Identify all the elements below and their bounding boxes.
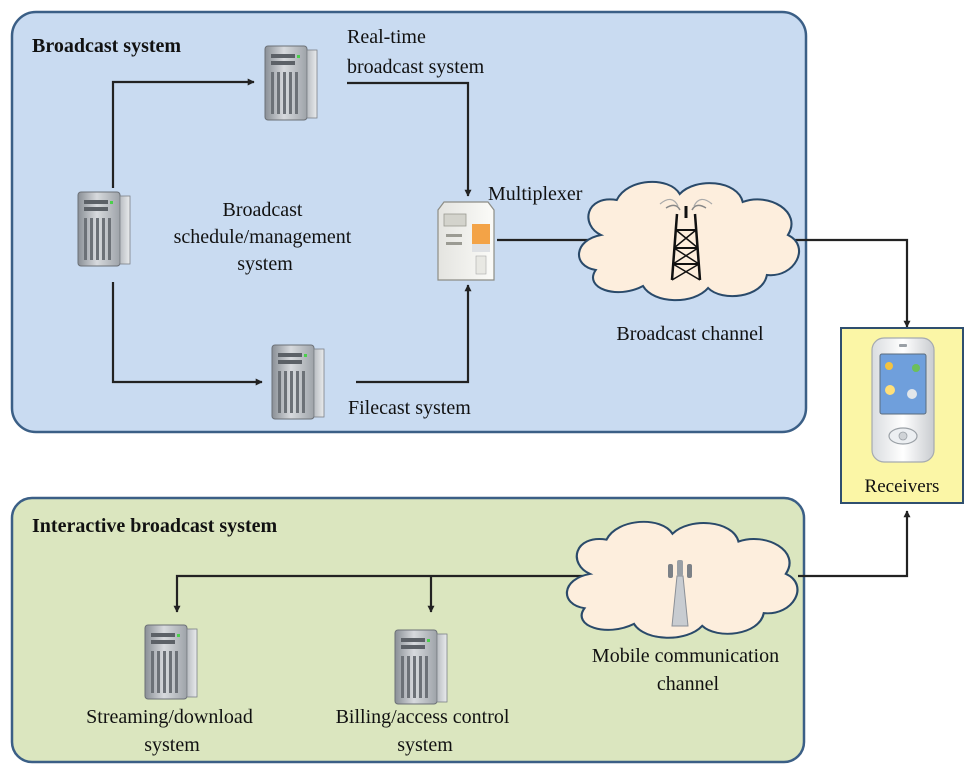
receivers-label: Receivers	[865, 476, 940, 497]
broadcast-system-title: Broadcast system	[32, 35, 181, 57]
billing-server-icon	[394, 629, 448, 705]
broadcast-tower-icon	[659, 198, 713, 281]
filecast-to-multiplexer-arrow	[356, 284, 472, 384]
channel-to-receivers-arrow	[790, 238, 911, 328]
broadcast-channel-label: Broadcast channel	[616, 323, 764, 345]
broadcast-system-panel	[10, 10, 808, 434]
interactive-connectors	[173, 510, 911, 613]
billing-label: Billing/access control system	[336, 706, 515, 756]
filecast-server-icon	[271, 344, 325, 420]
schedule-label: Broadcast schedule/management system	[174, 199, 357, 275]
schedule-to-realtime-arrow	[111, 78, 255, 188]
mobile-channel-label: Mobile communication channel	[592, 645, 784, 695]
filecast-label: Filecast system	[348, 397, 471, 419]
interactive-system-title: Interactive broadcast system	[32, 515, 277, 537]
schedule-server-icon	[77, 191, 131, 267]
realtime-server-icon	[264, 45, 318, 121]
schedule-to-filecast-arrow	[111, 282, 263, 386]
multiplexer-cabinet-icon	[437, 201, 495, 281]
streaming-label: Streaming/download system	[86, 706, 258, 756]
multiplexer-label: Multiplexer	[488, 183, 583, 205]
cell-antenna-icon	[668, 560, 692, 627]
mobile-to-receivers-arrow	[798, 510, 911, 578]
realtime-label: Real-time broadcast system	[347, 26, 485, 78]
mobile-phone-icon	[871, 337, 935, 463]
realtime-to-multiplexer-arrow	[347, 81, 472, 197]
broadcast-connectors	[111, 78, 911, 386]
mobile-to-streaming-arrow	[173, 574, 585, 613]
streaming-server-icon	[144, 624, 198, 700]
